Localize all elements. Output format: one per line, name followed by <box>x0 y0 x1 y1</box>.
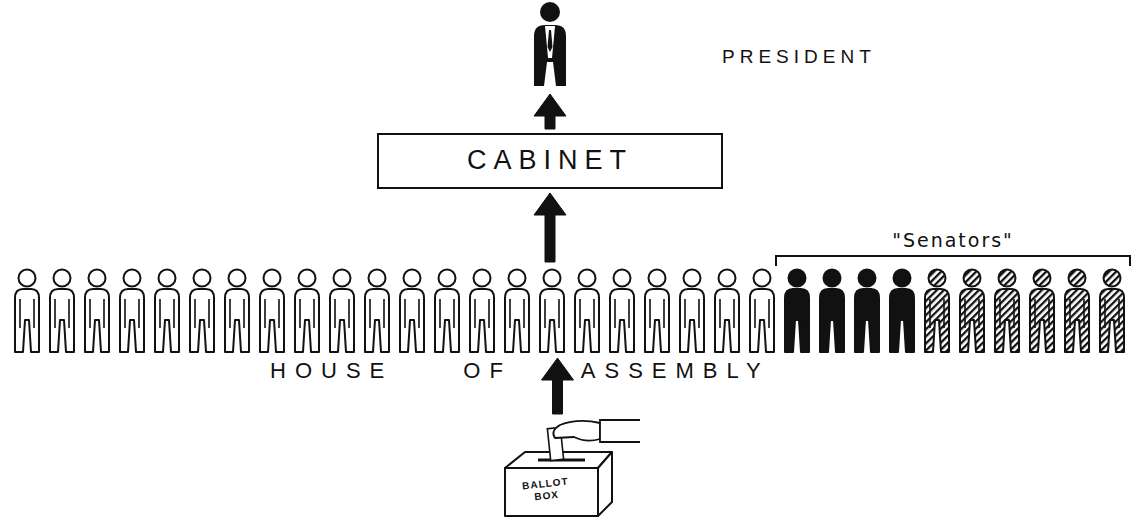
president-figure: PRESIDENT <box>530 0 570 90</box>
member-figure <box>330 270 354 353</box>
group-label: "Senators" <box>892 230 1014 252</box>
flow-arrow <box>534 193 566 262</box>
president-tie <box>548 30 553 52</box>
node-label: HOUSE OF ASSEMBLY <box>270 358 770 383</box>
member-figure <box>400 270 424 353</box>
flow-arrow <box>534 94 566 129</box>
president-head <box>540 2 560 22</box>
senator-figure <box>1100 270 1124 353</box>
member-figure <box>295 270 319 353</box>
member-figure <box>225 270 249 353</box>
president-body <box>534 25 566 86</box>
node-label: PRESIDENT <box>722 46 876 68</box>
box-side <box>598 452 612 516</box>
member-figure <box>610 270 634 353</box>
flow-arrow <box>542 358 574 414</box>
senator-figure <box>1065 270 1089 353</box>
member-figure <box>750 270 774 353</box>
assembly-row: HOUSE OF ASSEMBLY <box>8 266 1132 354</box>
senator-figure <box>925 270 949 353</box>
group-bracket <box>776 256 1130 266</box>
voter-hand <box>553 421 600 441</box>
senator-figure <box>890 270 914 353</box>
member-figure <box>645 270 669 353</box>
member-figure <box>85 270 109 353</box>
senator-figure <box>820 270 844 353</box>
box-front <box>505 468 598 516</box>
member-figure <box>120 270 144 353</box>
senator-figure <box>785 270 809 353</box>
member-figure <box>365 270 389 353</box>
voter-sleeve <box>600 420 640 442</box>
node-label: CABINET <box>379 135 721 187</box>
senator-figure <box>855 270 879 353</box>
member-figure <box>470 270 494 353</box>
senator-figure <box>960 270 984 353</box>
node-label: BALLOT BOX <box>514 475 578 504</box>
member-figure <box>260 270 284 353</box>
president-shirt <box>545 26 555 58</box>
member-figure <box>15 270 39 353</box>
member-figure <box>190 270 214 353</box>
senator-figure <box>995 270 1019 353</box>
member-figure <box>50 270 74 353</box>
member-figure <box>155 270 179 353</box>
member-figure <box>575 270 599 353</box>
member-figure <box>540 270 564 353</box>
cabinet-box: CABINET <box>377 133 723 189</box>
senator-figure <box>1030 270 1054 353</box>
ballot-box: BALLOT BOX <box>495 418 620 518</box>
member-figure <box>435 270 459 353</box>
member-figure <box>680 270 704 353</box>
member-figure <box>715 270 739 353</box>
member-figure <box>505 270 529 353</box>
